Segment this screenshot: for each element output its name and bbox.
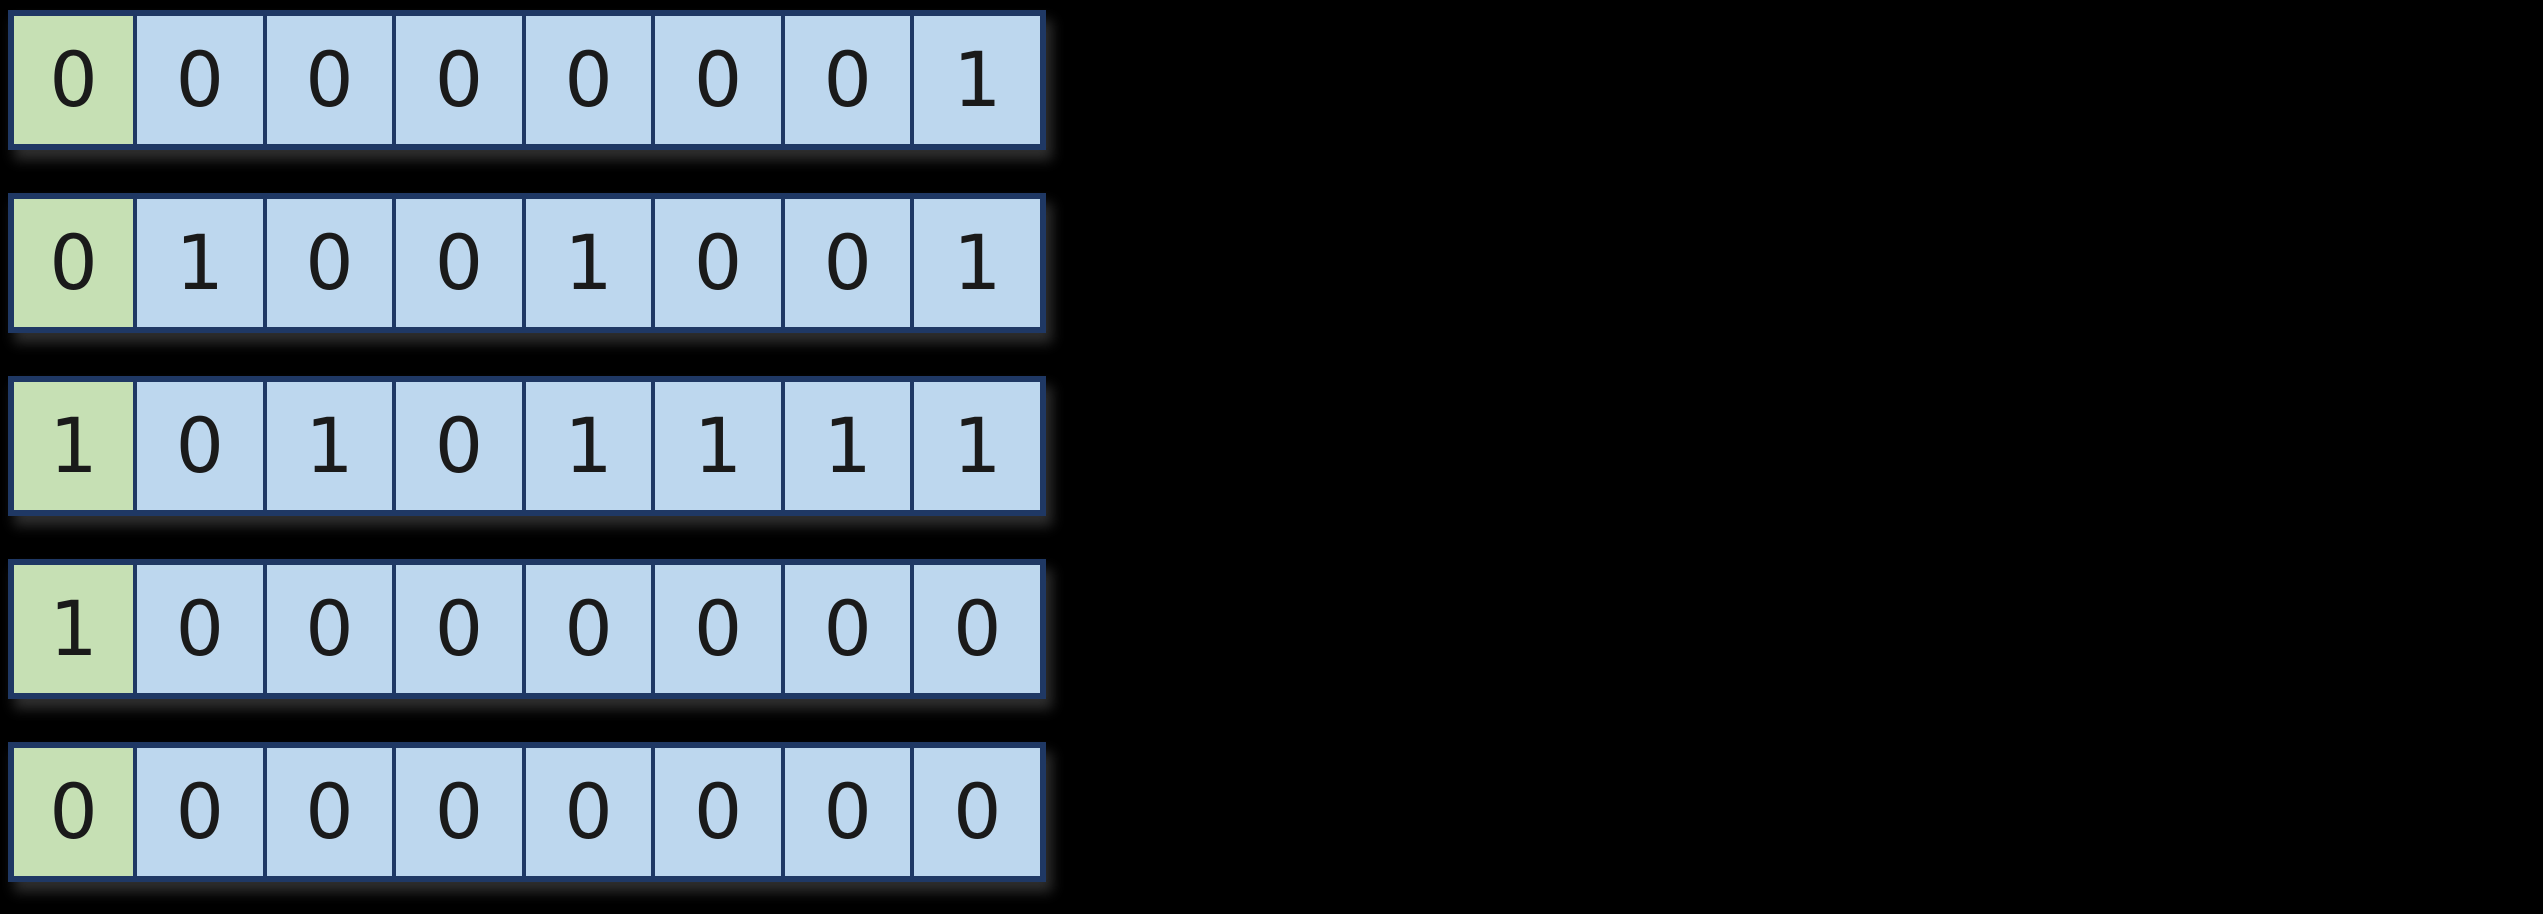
- bit-cell: 0: [525, 565, 652, 693]
- bit-cell: 1: [784, 382, 911, 510]
- bit-cell: 0: [396, 199, 522, 327]
- bit-cell: 0: [784, 748, 911, 876]
- bit-cell: 0: [655, 565, 781, 693]
- bit-cell: 0: [396, 748, 522, 876]
- bit-cell-highlight: 1: [14, 382, 133, 510]
- bit-cell-highlight: 1: [14, 565, 133, 693]
- bit-cell: 1: [525, 382, 652, 510]
- bit-cell: 0: [266, 16, 393, 144]
- bit-cell: 0: [396, 382, 522, 510]
- bit-cell: 0: [266, 199, 393, 327]
- bit-cell: 0: [266, 748, 393, 876]
- bit-cell: 1: [914, 16, 1041, 144]
- bit-cell: 0: [655, 748, 781, 876]
- bit-cell-highlight: 0: [14, 16, 133, 144]
- bit-cell: 1: [655, 382, 781, 510]
- bit-cell: 0: [137, 748, 263, 876]
- bit-cell: 1: [137, 199, 263, 327]
- bit-cell: 0: [137, 16, 263, 144]
- bit-cell: 0: [137, 565, 263, 693]
- bit-cell: 0: [525, 16, 652, 144]
- bit-cell: 0: [266, 565, 393, 693]
- bit-cell: 0: [655, 199, 781, 327]
- bit-cell: 1: [525, 199, 652, 327]
- bit-cell-highlight: 0: [14, 199, 133, 327]
- bit-cell: 0: [525, 748, 652, 876]
- bit-cell: 0: [784, 565, 911, 693]
- bit-cell: 0: [396, 565, 522, 693]
- bit-cell: 1: [914, 199, 1041, 327]
- bit-cell: 0: [784, 16, 911, 144]
- bit-cell: 0: [914, 748, 1041, 876]
- bit-cell: 0: [396, 16, 522, 144]
- bit-cell: 0: [655, 16, 781, 144]
- bit-cell-highlight: 0: [14, 748, 133, 876]
- bit-cell: 0: [784, 199, 911, 327]
- bit-cell: 1: [914, 382, 1041, 510]
- bit-cell: 0: [137, 382, 263, 510]
- bit-cell: 0: [914, 565, 1041, 693]
- bit-cell: 1: [266, 382, 393, 510]
